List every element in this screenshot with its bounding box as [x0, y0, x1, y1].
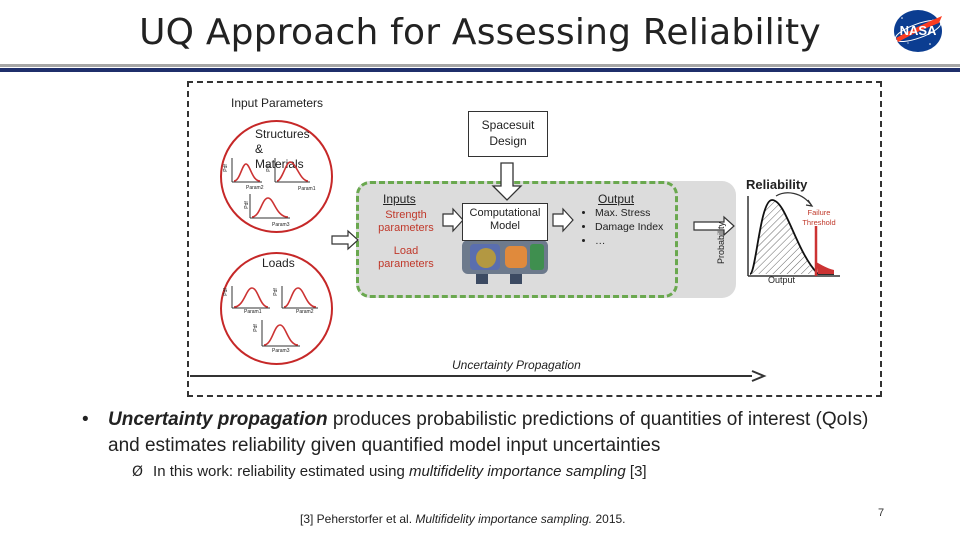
pdf-plot-structures-3	[249, 194, 290, 219]
uncertainty-propagation-label: Uncertainty Propagation	[452, 358, 581, 372]
param-label: Param1	[298, 186, 316, 192]
sub-bullet-suffix: [3]	[625, 463, 647, 480]
inputs-to-model-arrow	[442, 207, 464, 233]
load-parameters: Load parameters	[378, 245, 434, 270]
title-rule-gray	[0, 64, 960, 67]
param-label: Param1	[244, 309, 262, 315]
main-bullet-emph: Uncertainty propagation	[108, 409, 328, 430]
pdf-plot-structures-2	[274, 158, 310, 183]
failure-threshold-label: Failure Threshold	[802, 208, 836, 227]
param-label: Param2	[246, 185, 264, 191]
spacesuit-design-box	[468, 111, 548, 157]
slide-title: UQ Approach for Assessing Reliability	[139, 12, 821, 53]
spacesuit-design-label: Spacesuit Design	[481, 118, 535, 148]
strength-parameters: Strength parameters	[378, 209, 434, 234]
structures-label: Structures & Materials	[255, 127, 310, 171]
spacesuit-model-illustration	[462, 240, 548, 284]
reference-prefix: [3] Peherstorfer et al.	[300, 512, 416, 526]
uncertainty-propagation-head	[751, 370, 767, 382]
pdf-plot-loads-3	[261, 320, 300, 347]
sub-bullet-prefix: In this work: reliability estimated usin…	[153, 463, 409, 480]
sub-bullet: Ø In this work: reliability estimated usi…	[132, 463, 647, 480]
reliability-plot	[747, 192, 840, 277]
inputs-heading: Inputs	[383, 192, 416, 206]
loads-label: Loads	[262, 256, 295, 270]
design-down-arrow	[491, 162, 523, 201]
param-label: Param2	[296, 309, 314, 315]
sub-bullet-arrow-icon: Ø	[132, 464, 144, 480]
input-parameters-box	[187, 81, 882, 397]
title-rule-navy	[0, 68, 960, 72]
reference-title: Multifidelity importance sampling.	[415, 512, 593, 526]
param-label: Param3	[272, 348, 290, 354]
output-item: …	[595, 234, 663, 248]
output-item: Damage Index	[595, 220, 663, 234]
input-pdf-plots	[231, 158, 318, 347]
output-item: Max. Stress	[595, 206, 663, 220]
reference: [3] Peherstorfer et al. Multifidelity im…	[300, 512, 626, 526]
output-axis-label: Output	[768, 275, 796, 285]
output-to-reliability-arrow	[693, 215, 735, 237]
pdf-plot-loads-1	[231, 286, 270, 309]
main-bullet-rest: produces probabilistic predictions of qu…	[108, 409, 869, 456]
pdf-plot-loads-2	[281, 286, 318, 309]
nasa-logo: NASA	[894, 10, 942, 52]
sub-bullet-emph: multifidelity importance sampling	[408, 463, 626, 480]
nasa-logo-text: NASA	[900, 23, 937, 38]
output-heading: Output	[598, 192, 635, 206]
computational-model-label: Computational Model	[469, 207, 541, 232]
pdf-plot-structures-1	[231, 158, 262, 183]
reference-year: 2015.	[592, 512, 626, 526]
probability-axis-label: Probability	[716, 221, 727, 265]
param-label: Param3	[272, 222, 290, 228]
main-bullet: • Uncertainty propagation produces proba…	[82, 409, 869, 456]
reliability-heading: Reliability	[746, 177, 808, 192]
model-to-output-arrow	[552, 207, 574, 233]
output-list: Max. Stress Damage Index …	[575, 206, 663, 248]
params-to-inputs-arrow	[331, 229, 359, 251]
page-number: 7	[878, 507, 885, 519]
computational-model-box	[462, 203, 548, 241]
input-parameters-label: Input Parameters	[231, 96, 324, 110]
